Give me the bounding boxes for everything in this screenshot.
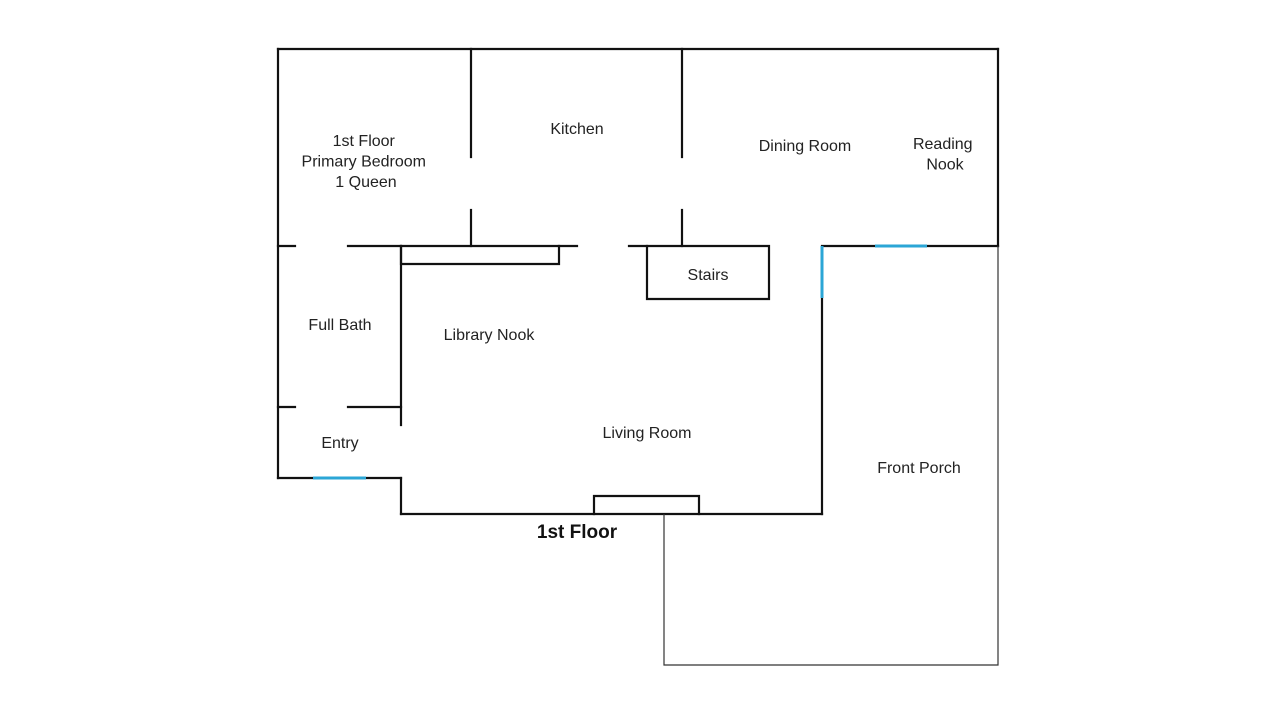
porch-outline [663, 246, 999, 666]
living-room-label: Living Room [603, 425, 692, 442]
front-porch-label: Front Porch [877, 460, 961, 477]
full-bath-label: Full Bath [308, 317, 371, 334]
stairs-label: Stairs [688, 267, 729, 284]
reading-nook-label-line-2: Nook [926, 157, 964, 174]
dining-room-label: Dining Room [759, 138, 851, 155]
primary-bedroom-label-line-2: Primary Bedroom [302, 154, 426, 171]
kitchen-label: Kitchen [550, 121, 603, 138]
fireplace [592, 494, 701, 516]
primary-bedroom-label-line-3: 1 Queen [335, 174, 396, 191]
library-nook-label: Library Nook [444, 327, 536, 344]
floor-title: 1st Floor [537, 522, 618, 543]
room-labels: 1st Floor Primary Bedroom 1 Queen Kitche… [302, 121, 977, 477]
primary-bedroom-label-line-1: 1st Floor [333, 133, 396, 150]
reading-nook-label: Reading Nook [913, 136, 977, 174]
walls [276, 47, 1000, 516]
reading-nook-label-line-1: Reading [913, 136, 973, 153]
porch-boundary [663, 246, 999, 666]
entry-label: Entry [321, 435, 358, 452]
exterior-doors [313, 244, 927, 480]
stairs-box [645, 244, 771, 301]
primary-bedroom-label: 1st Floor Primary Bedroom 1 Queen [302, 133, 431, 191]
bookshelf [399, 244, 561, 266]
